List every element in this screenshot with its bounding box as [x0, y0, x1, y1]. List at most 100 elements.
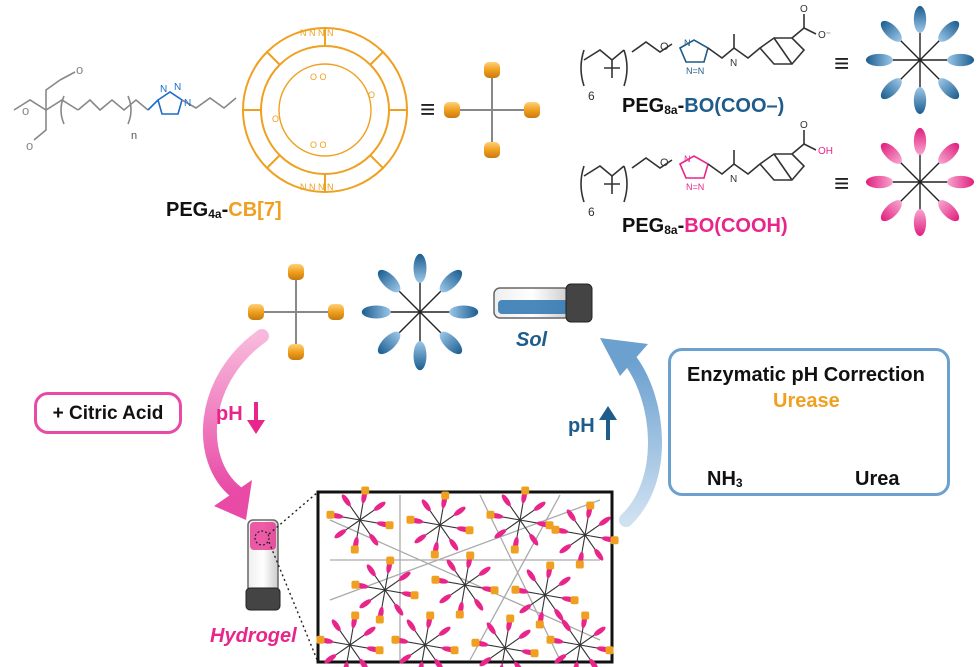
network-arm — [503, 519, 521, 532]
network-pink-end — [594, 548, 604, 561]
network-pink-end — [414, 534, 427, 544]
network-arm — [349, 633, 367, 646]
network-arm — [428, 508, 441, 526]
star-arm — [419, 289, 443, 313]
network-cb7-host — [426, 611, 435, 620]
network-cb7-host — [386, 556, 395, 565]
network-cb7-host — [490, 586, 499, 595]
star-end-group — [880, 142, 902, 164]
network-pink-end — [554, 654, 567, 664]
network-arm — [423, 524, 441, 537]
network-arm — [384, 589, 405, 595]
peg8a-coo-label: PEG8a-BO(COO–) — [622, 96, 784, 116]
network-arm — [584, 534, 605, 540]
network-arm — [501, 647, 506, 667]
triazole-ring — [157, 91, 237, 115]
sol-state-label: Sol — [516, 329, 548, 351]
network-arm — [384, 578, 402, 591]
star-end-group — [865, 53, 893, 67]
sol-vial-icon — [493, 283, 593, 323]
ammonia-subscript: 3 — [735, 476, 743, 490]
network-arm — [359, 508, 377, 521]
svg-text:N N N N: N N N N — [300, 28, 334, 38]
network-arm — [493, 631, 506, 649]
network-pink-end — [494, 529, 507, 539]
network-cb7-host — [466, 551, 475, 560]
network-pink-end — [373, 501, 386, 511]
network-cb7-host — [350, 545, 359, 554]
network-arm — [338, 628, 351, 646]
peg4a-repeat-n: n — [131, 130, 137, 142]
star-end-group — [938, 142, 960, 164]
ph-down-label: pH — [216, 403, 243, 425]
star-end-group — [880, 20, 902, 42]
network-arm — [504, 647, 517, 665]
network-pink-end — [486, 622, 496, 635]
network-arm — [405, 640, 426, 646]
network-pink-end — [421, 499, 431, 512]
network-arm — [330, 640, 351, 646]
star-end-group — [913, 209, 927, 237]
network-pink-end — [359, 658, 369, 667]
network-arm — [519, 519, 532, 537]
svg-text:N: N — [730, 174, 737, 185]
star-arm — [919, 161, 941, 183]
network-cb7-host — [351, 611, 360, 620]
network-arm — [439, 524, 460, 530]
network-pink-end — [334, 529, 347, 539]
network-cb7-host — [581, 611, 590, 620]
network-arm — [368, 589, 386, 602]
network-arm — [408, 644, 426, 657]
hydrogel-vial-icon — [245, 519, 281, 611]
network-arm — [500, 515, 521, 521]
network-cb7-host — [316, 635, 325, 644]
network-arm — [508, 503, 521, 521]
network-pink-end — [399, 654, 412, 664]
peg8a-coo-star-icon-sol — [361, 253, 479, 371]
urea-label: Urea — [855, 468, 900, 490]
network-arm — [504, 628, 510, 649]
star-end-group — [913, 127, 927, 155]
svg-text:N=N: N=N — [686, 182, 704, 192]
network-arm — [343, 519, 361, 532]
hydrogel-state-label: Hydrogel — [210, 625, 297, 647]
peg8a-cooh-structure — [580, 130, 817, 203]
network-arm — [464, 584, 477, 602]
network-arm — [488, 647, 506, 660]
network-pink-end — [566, 509, 576, 522]
network-cb7-host — [430, 550, 439, 559]
svg-text:N: N — [160, 84, 167, 95]
ph-up-label: pH — [568, 415, 595, 437]
network-pink-end — [501, 494, 511, 507]
star-end-group — [377, 331, 401, 355]
enzymatic-ph-correction-box: Enzymatic pH Correction Urease NH3 Urea — [668, 348, 950, 496]
network-arm — [573, 518, 586, 536]
network-cb7-host — [471, 638, 480, 647]
star-end-group — [880, 78, 902, 100]
peg8a-cooh-name-sub: 8a — [664, 223, 678, 237]
network-cb7-host — [326, 510, 335, 519]
svg-text:O: O — [660, 157, 669, 169]
svg-text:N: N — [730, 58, 737, 69]
network-arm — [584, 534, 597, 552]
network-pink-end — [398, 571, 411, 581]
svg-text:O O: O O — [310, 72, 327, 82]
network-pink-end — [518, 629, 531, 639]
network-cb7-host — [610, 536, 619, 545]
equivalence-symbol-cb7: ≡ — [420, 94, 436, 124]
star-end-group — [865, 175, 893, 189]
network-cb7-host — [570, 596, 579, 605]
peg4a-name-sub: 4a — [208, 207, 222, 221]
network-cb7-host — [511, 585, 520, 594]
svg-text:O: O — [368, 90, 375, 100]
network-arm — [560, 640, 581, 646]
network-arm — [420, 644, 426, 665]
star-end-group — [913, 5, 927, 33]
star-arm — [419, 311, 443, 335]
network-cb7-host — [530, 649, 539, 658]
svg-text:N: N — [184, 98, 191, 109]
acidification-arrowhead — [214, 480, 252, 520]
network-pink-end — [342, 661, 349, 667]
peg8a-coo-name-prefix: PEG — [622, 95, 665, 117]
star-end-group — [361, 305, 391, 319]
